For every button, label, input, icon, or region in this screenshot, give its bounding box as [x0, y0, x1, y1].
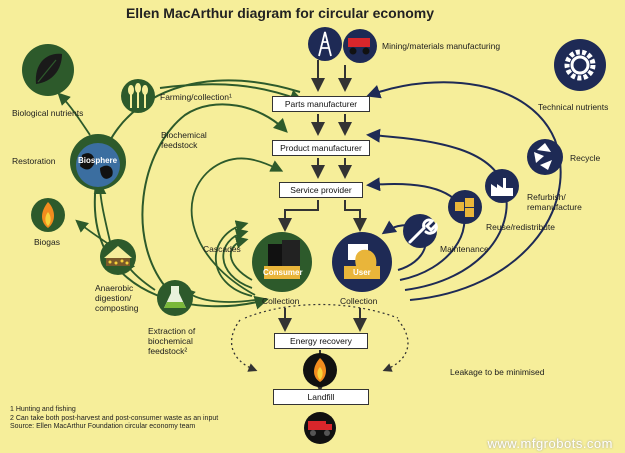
gear-icon — [554, 39, 606, 91]
mining-truck-icon — [343, 29, 377, 63]
leakage-right — [382, 319, 409, 372]
product-manufacturer-box: Product manufacturer — [272, 140, 370, 156]
globe-icon — [70, 134, 126, 190]
cascades-label: Cascades — [203, 244, 241, 254]
farming-label: Farming/collection¹ — [160, 92, 232, 102]
footnote-2: 2 Can take both post-harvest and post-co… — [10, 414, 219, 422]
cascade-arc-3 — [214, 220, 253, 297]
biochemical-feedstock-label-line1: Biochemical — [161, 130, 207, 140]
user-label: User — [353, 268, 371, 277]
energy-recovery-box: Energy recovery — [274, 333, 368, 349]
dump-truck-icon — [304, 412, 336, 444]
collection-left-label: Collection — [262, 296, 300, 306]
anaerobic-label-line3: composting — [95, 303, 139, 313]
tech-loop-recycle — [366, 81, 562, 301]
biological-nutrients-label: Biological nutrients — [12, 108, 84, 118]
bio-loop-farming — [159, 83, 304, 104]
footnote-source: Source: Ellen MacArthur Foundation circu… — [10, 423, 196, 430]
bio-loop-inner — [190, 157, 284, 296]
recycle-label: Recycle — [570, 153, 601, 163]
boxes-icon — [448, 190, 482, 224]
leakage-left — [231, 319, 258, 372]
user-icon — [332, 232, 392, 292]
biosphere-label: Biosphere — [78, 156, 118, 165]
anaerobic-label-line1: Anaerobic — [95, 283, 134, 293]
cascade-arc-2 — [222, 228, 253, 289]
diagram-title: Ellen MacArthur diagram for circular eco… — [125, 5, 435, 21]
technical-nutrients-label: Technical nutrients — [538, 102, 609, 112]
mining-label: Mining/materials manufacturing — [382, 41, 501, 51]
consumer-label: Consumer — [263, 268, 303, 277]
flame-icon — [31, 198, 65, 232]
factory-icon — [485, 169, 519, 203]
collection-right-label: Collection — [340, 296, 378, 306]
biochemical-feedstock-label-line2: feedstock — [161, 140, 198, 150]
maintenance-label: Maintenance — [440, 244, 489, 254]
flow-extraction — [182, 287, 256, 303]
service-provider-box: Service provider — [279, 182, 363, 198]
reuse-label: Reuse/redistribute — [486, 222, 555, 232]
anaerobic-label-line2: digestion/ — [95, 293, 132, 303]
leaf-icon — [22, 44, 74, 96]
leakage-top — [244, 303, 399, 319]
refurbish-label-line2: remanufacture — [527, 202, 582, 212]
recycle-icon — [527, 139, 563, 175]
landfill-box: Landfill — [273, 389, 369, 405]
watermark: www.mfgrobots.com — [487, 436, 613, 451]
bio-loop-outer — [93, 79, 301, 310]
extraction-label-line3: feedstock² — [148, 346, 188, 356]
cascade-arc-1 — [229, 236, 253, 281]
restoration-label: Restoration — [12, 156, 56, 166]
digester-icon — [100, 239, 136, 275]
footnotes: 1 Hunting and fishing 2 Can take both po… — [10, 406, 218, 432]
energy-flame-icon — [303, 353, 337, 387]
flow-digester-biogas — [75, 219, 111, 246]
extraction-label-line1: Extraction of — [148, 326, 196, 336]
bio-loop-mid — [141, 103, 288, 291]
footnote-1: 1 Hunting and fishing — [10, 406, 76, 413]
flow-biosphere-leaf — [57, 92, 91, 136]
extraction-label-line2: biochemical — [148, 336, 193, 346]
biogas-label: Biogas — [34, 237, 60, 247]
flask-icon — [157, 280, 193, 316]
oil-rig-icon — [308, 27, 342, 61]
wheat-icon — [121, 79, 155, 113]
wrench-icon — [403, 214, 438, 248]
leakage-label: Leakage to be minimised — [450, 367, 545, 377]
parts-manufacturer-box: Parts manufacturer — [272, 96, 370, 112]
refurbish-label-line1: Refurbish/ — [527, 192, 566, 202]
consumer-icon — [252, 232, 312, 292]
